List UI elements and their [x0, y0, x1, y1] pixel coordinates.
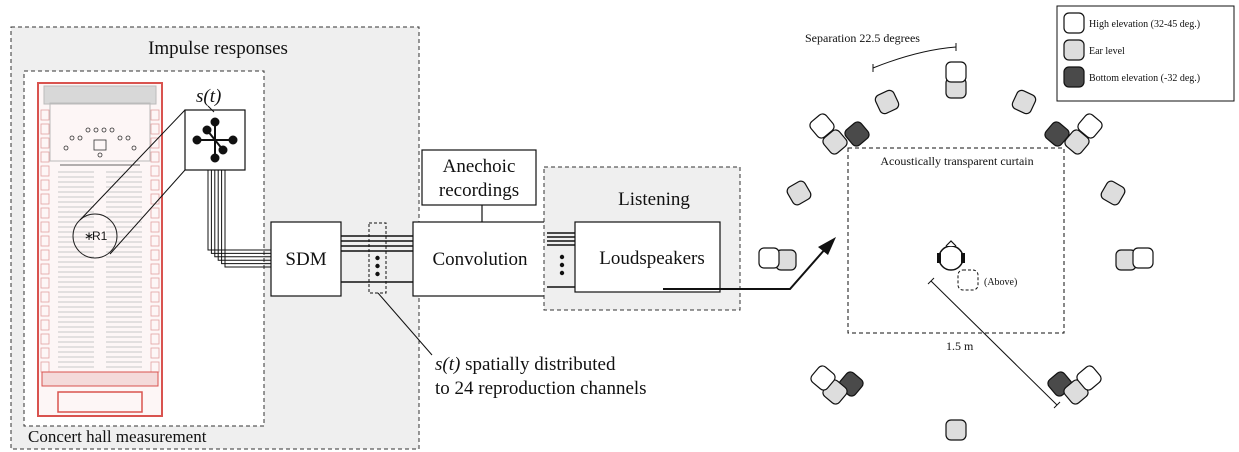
acoustically-transparent-curtain [847, 147, 1065, 334]
anechoic-label-line1: Anechoic [443, 156, 516, 177]
loudspeaker [874, 89, 900, 115]
hall-floorplan: ∗ R1 [37, 82, 163, 417]
zoom-line-bottom [109, 169, 186, 255]
legend-label: High elevation (32-45 deg.) [1089, 19, 1200, 30]
loudspeaker-channel-dots [559, 254, 565, 276]
speaker-above [957, 269, 979, 291]
to-room-arrowhead [818, 237, 836, 255]
loudspeaker [1100, 180, 1126, 206]
loudspeaker [945, 419, 967, 441]
zoom-line-top [79, 109, 186, 221]
receiver-label: R1 [92, 229, 108, 243]
loudspeaker [1064, 129, 1090, 155]
loudspeaker-array [758, 61, 1154, 441]
convolution-to-loudspeakers-lines [547, 232, 575, 288]
orchestra-stage-symbols [60, 127, 140, 166]
listener-head [937, 240, 965, 271]
annotation-line2: to 24 reproduction channels [435, 378, 647, 399]
microphone-array-icon [192, 117, 238, 163]
above-label: (Above) [984, 277, 1017, 288]
loudspeaker [1132, 247, 1154, 269]
distance-line [930, 280, 1058, 406]
hall-seat-rows [58, 171, 142, 368]
loudspeaker [822, 129, 848, 155]
hall-side-balconies [40, 109, 160, 373]
receiver-marker: ∗ [84, 229, 94, 243]
annotation-line1-rest: spatially distributed [460, 354, 616, 375]
loudspeakers-label: Loudspeakers [599, 248, 705, 269]
loudspeaker [1011, 89, 1037, 115]
signal-label-top: s(t) [196, 86, 221, 107]
convolution-label: Convolution [432, 249, 528, 270]
distance-label: 1.5 m [946, 339, 974, 353]
listening-title: Listening [618, 189, 690, 210]
anechoic-recordings-box [421, 149, 537, 206]
loudspeaker [809, 113, 835, 139]
loudspeaker [786, 180, 812, 206]
separation-label: Separation 22.5 degrees [805, 31, 920, 45]
sdm-box [270, 221, 342, 297]
to-room-arrow [663, 247, 827, 290]
annotation-line1: s(t) spatially distributed [435, 354, 616, 375]
legend-swatch [1063, 12, 1085, 34]
curtain-label: Acoustically transparent curtain [880, 154, 1033, 168]
annotation-pointer [377, 292, 433, 356]
loudspeakers-box [574, 221, 721, 293]
loudspeaker [1077, 113, 1103, 139]
anechoic-label-line2: recordings [439, 180, 519, 201]
legend-swatch [1063, 39, 1085, 61]
loudspeaker [1076, 365, 1102, 391]
sdm-label: SDM [285, 249, 326, 270]
listening-room: Separation 22.5 degrees Acoustically tra… [758, 31, 1154, 441]
sdm-to-convolution-lines [341, 235, 413, 283]
impulse-responses-title: Impulse responses [148, 38, 288, 59]
legend: High elevation (32-45 deg.) Ear levelBott… [1063, 12, 1200, 88]
concert-hall-caption: Concert hall measurement [28, 427, 207, 446]
annotation-signal: s(t) [435, 354, 460, 375]
loudspeaker [810, 365, 836, 391]
channel-ellipsis-dots [375, 255, 380, 277]
channel-ellipsis-box [368, 222, 387, 294]
loudspeaker [945, 61, 967, 83]
legend-label: Bottom elevation (-32 deg.) [1089, 73, 1200, 84]
separation-arc [872, 46, 957, 69]
legend-box [1056, 5, 1235, 102]
loudspeaker [844, 121, 870, 147]
mic-to-sdm-cables [207, 170, 271, 268]
convolution-box [412, 221, 548, 297]
loudspeaker [758, 247, 780, 269]
legend-label: Ear level [1089, 46, 1125, 57]
loudspeaker [1044, 121, 1070, 147]
legend-swatch [1063, 66, 1085, 88]
